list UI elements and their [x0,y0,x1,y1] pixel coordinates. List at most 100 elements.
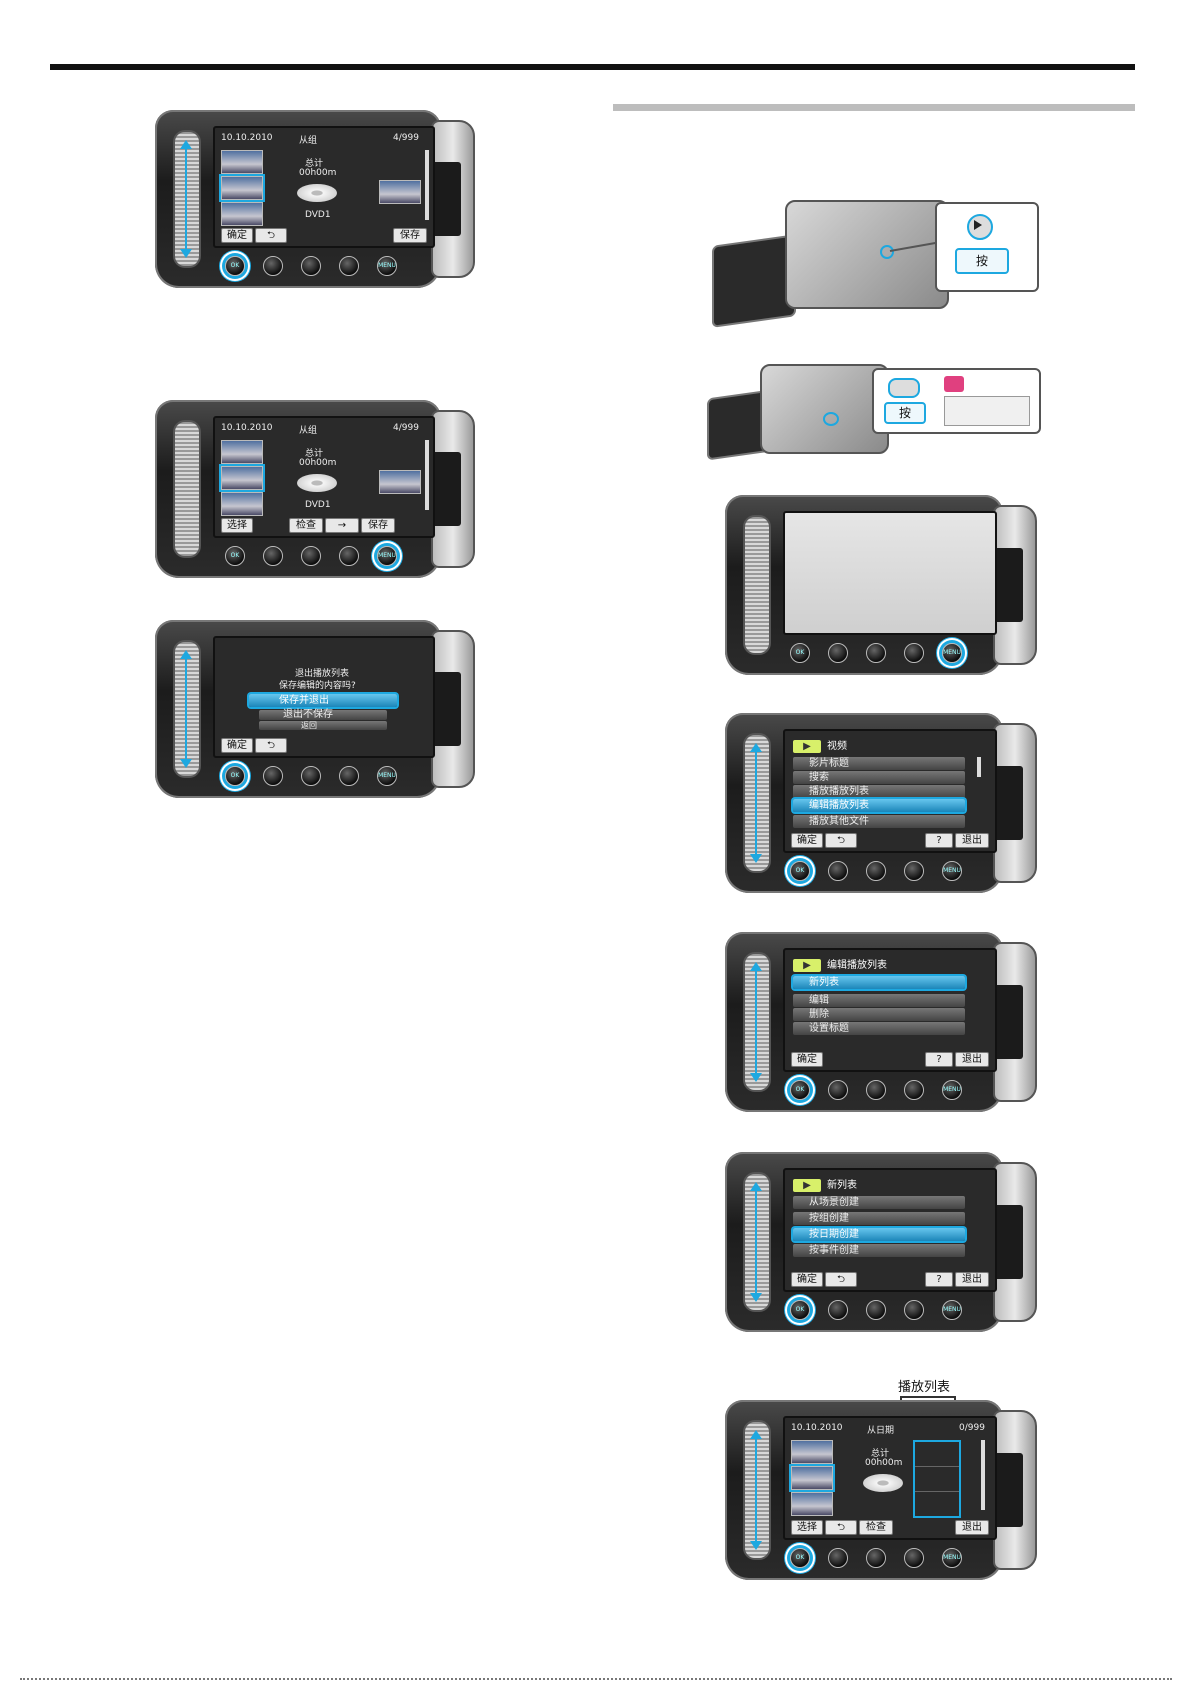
hw-button[interactable] [301,546,321,566]
menu-item-search[interactable]: 搜索 [793,771,965,784]
ok-button[interactable]: OK [225,256,245,276]
hw-button[interactable] [339,766,359,786]
hw-button[interactable] [828,643,848,663]
menu-button[interactable]: MENU [942,861,962,881]
ok-button[interactable]: OK [225,546,245,566]
menu-item-by-event[interactable]: 按事件创建 [793,1244,965,1257]
hw-button[interactable] [828,861,848,881]
hw-button[interactable] [339,256,359,276]
menu-item-play-playlist[interactable]: 播放播放列表 [793,785,965,798]
scrollbar[interactable] [977,757,981,777]
thumbnail[interactable] [791,1440,833,1464]
hw-button[interactable] [866,1300,886,1320]
menu-item-edit-playlist[interactable]: 编辑播放列表 [793,799,965,812]
ok-button[interactable]: OK [225,766,245,786]
playlist-slot[interactable] [915,1442,959,1467]
menu-item-delete[interactable]: 删除 [793,1008,965,1021]
thumbnail[interactable] [221,176,263,200]
hw-button[interactable] [263,546,283,566]
select-button[interactable]: 选择 [791,1520,823,1535]
menu-item-set-title[interactable]: 设置标题 [793,1022,965,1035]
thumbnail[interactable] [221,150,263,174]
hw-button[interactable] [866,861,886,881]
confirm-button[interactable]: 确定 [221,738,253,753]
help-button[interactable]: ? [925,833,953,848]
check-button[interactable]: 检查 [289,518,323,533]
total-label: 总计 [305,449,324,459]
return-option[interactable]: 返回 [259,721,387,730]
menu-item-new-list[interactable]: 新列表 [793,976,965,989]
menu-button[interactable]: MENU [942,643,962,663]
back-button[interactable]: ⮌ [825,1272,857,1287]
menu-button[interactable]: MENU [942,1548,962,1568]
hw-button[interactable] [301,766,321,786]
hw-button[interactable] [904,1300,924,1320]
scrollbar[interactable] [425,150,429,220]
menu-item-from-scene[interactable]: 从场景创建 [793,1196,965,1209]
help-button[interactable]: ? [925,1272,953,1287]
thumbnail[interactable] [221,492,263,516]
ok-button[interactable]: OK [790,1548,810,1568]
confirm-button[interactable]: 确定 [791,1272,823,1287]
exit-button[interactable]: 退出 [955,1052,989,1067]
exit-button[interactable]: 退出 [955,1520,989,1535]
thumbnail[interactable] [221,440,263,464]
hw-button[interactable] [828,1548,848,1568]
ok-button[interactable]: OK [790,643,810,663]
back-button[interactable]: ⮌ [825,1520,857,1535]
scrollbar[interactable] [425,440,429,510]
save-and-exit-option[interactable]: 保存并退出 [249,694,397,707]
hw-button[interactable] [866,1080,886,1100]
next-button[interactable]: → [325,518,359,533]
hw-button[interactable] [263,256,283,276]
hw-button[interactable] [263,766,283,786]
menu-item-by-date[interactable]: 按日期创建 [793,1228,965,1241]
confirm-button[interactable]: 确定 [791,1052,823,1067]
exit-button[interactable]: 退出 [955,1272,989,1287]
hw-button[interactable] [301,256,321,276]
menu-button[interactable]: MENU [377,256,397,276]
menu-button[interactable]: MENU [942,1300,962,1320]
playlist-slot[interactable] [915,1467,959,1492]
ok-button[interactable]: OK [790,861,810,881]
confirm-button[interactable]: 确定 [791,833,823,848]
save-button[interactable]: 保存 [361,518,395,533]
thumbnail[interactable] [791,1492,833,1516]
back-button[interactable]: ⮌ [825,833,857,848]
exit-without-save-option[interactable]: 退出不保存 [259,710,387,720]
thumbnail[interactable] [221,202,263,226]
hw-button[interactable] [904,643,924,663]
select-button[interactable]: 选择 [221,518,253,533]
hw-button[interactable] [828,1300,848,1320]
menu-button[interactable]: MENU [942,1080,962,1100]
save-button[interactable]: 保存 [393,228,427,243]
hw-button[interactable] [904,1080,924,1100]
menu-title: 视频 [827,741,847,752]
menu-item-title[interactable]: 影片标题 [793,757,965,770]
exit-button[interactable]: 退出 [955,833,989,848]
check-button[interactable]: 检查 [859,1520,893,1535]
hw-button[interactable] [828,1080,848,1100]
hw-button[interactable] [866,643,886,663]
ok-button[interactable]: OK [790,1300,810,1320]
back-button[interactable]: ⮌ [255,738,287,753]
menu-item-edit[interactable]: 编辑 [793,994,965,1007]
scrollbar[interactable] [981,1440,985,1510]
menu-button[interactable]: MENU [377,766,397,786]
hinge [987,723,1037,883]
confirm-button[interactable]: 确定 [221,228,253,243]
help-button[interactable]: ? [925,1052,953,1067]
thumbnail[interactable] [221,466,263,490]
menu-item-play-other[interactable]: 播放其他文件 [793,815,965,828]
ok-button[interactable]: OK [790,1080,810,1100]
back-button[interactable]: ⮌ [255,228,287,243]
playlist-slot[interactable] [915,1492,959,1516]
hinge [987,505,1037,665]
hw-button[interactable] [904,1548,924,1568]
menu-button[interactable]: MENU [377,546,397,566]
menu-item-by-group[interactable]: 按组创建 [793,1212,965,1225]
hw-button[interactable] [339,546,359,566]
hw-button[interactable] [866,1548,886,1568]
thumbnail[interactable] [791,1466,833,1490]
hw-button[interactable] [904,861,924,881]
